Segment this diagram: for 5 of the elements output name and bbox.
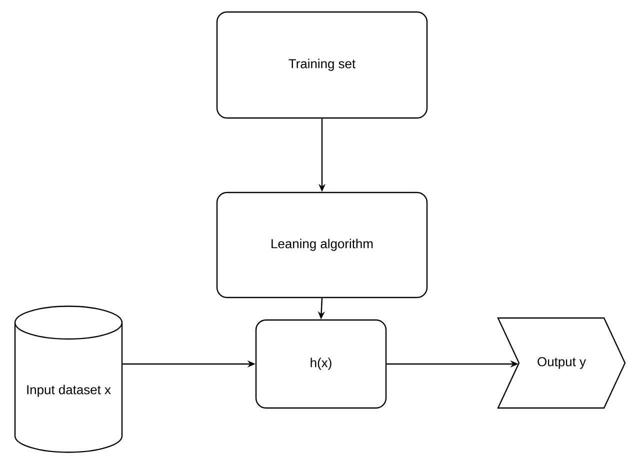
process-box: Leaning algorithm (216, 192, 428, 298)
output-chevron: Output y (497, 317, 626, 409)
database-cylinder: Input dataset x (14, 306, 123, 453)
process-box: h(x) (255, 319, 387, 409)
process-box: Training set (216, 11, 428, 119)
